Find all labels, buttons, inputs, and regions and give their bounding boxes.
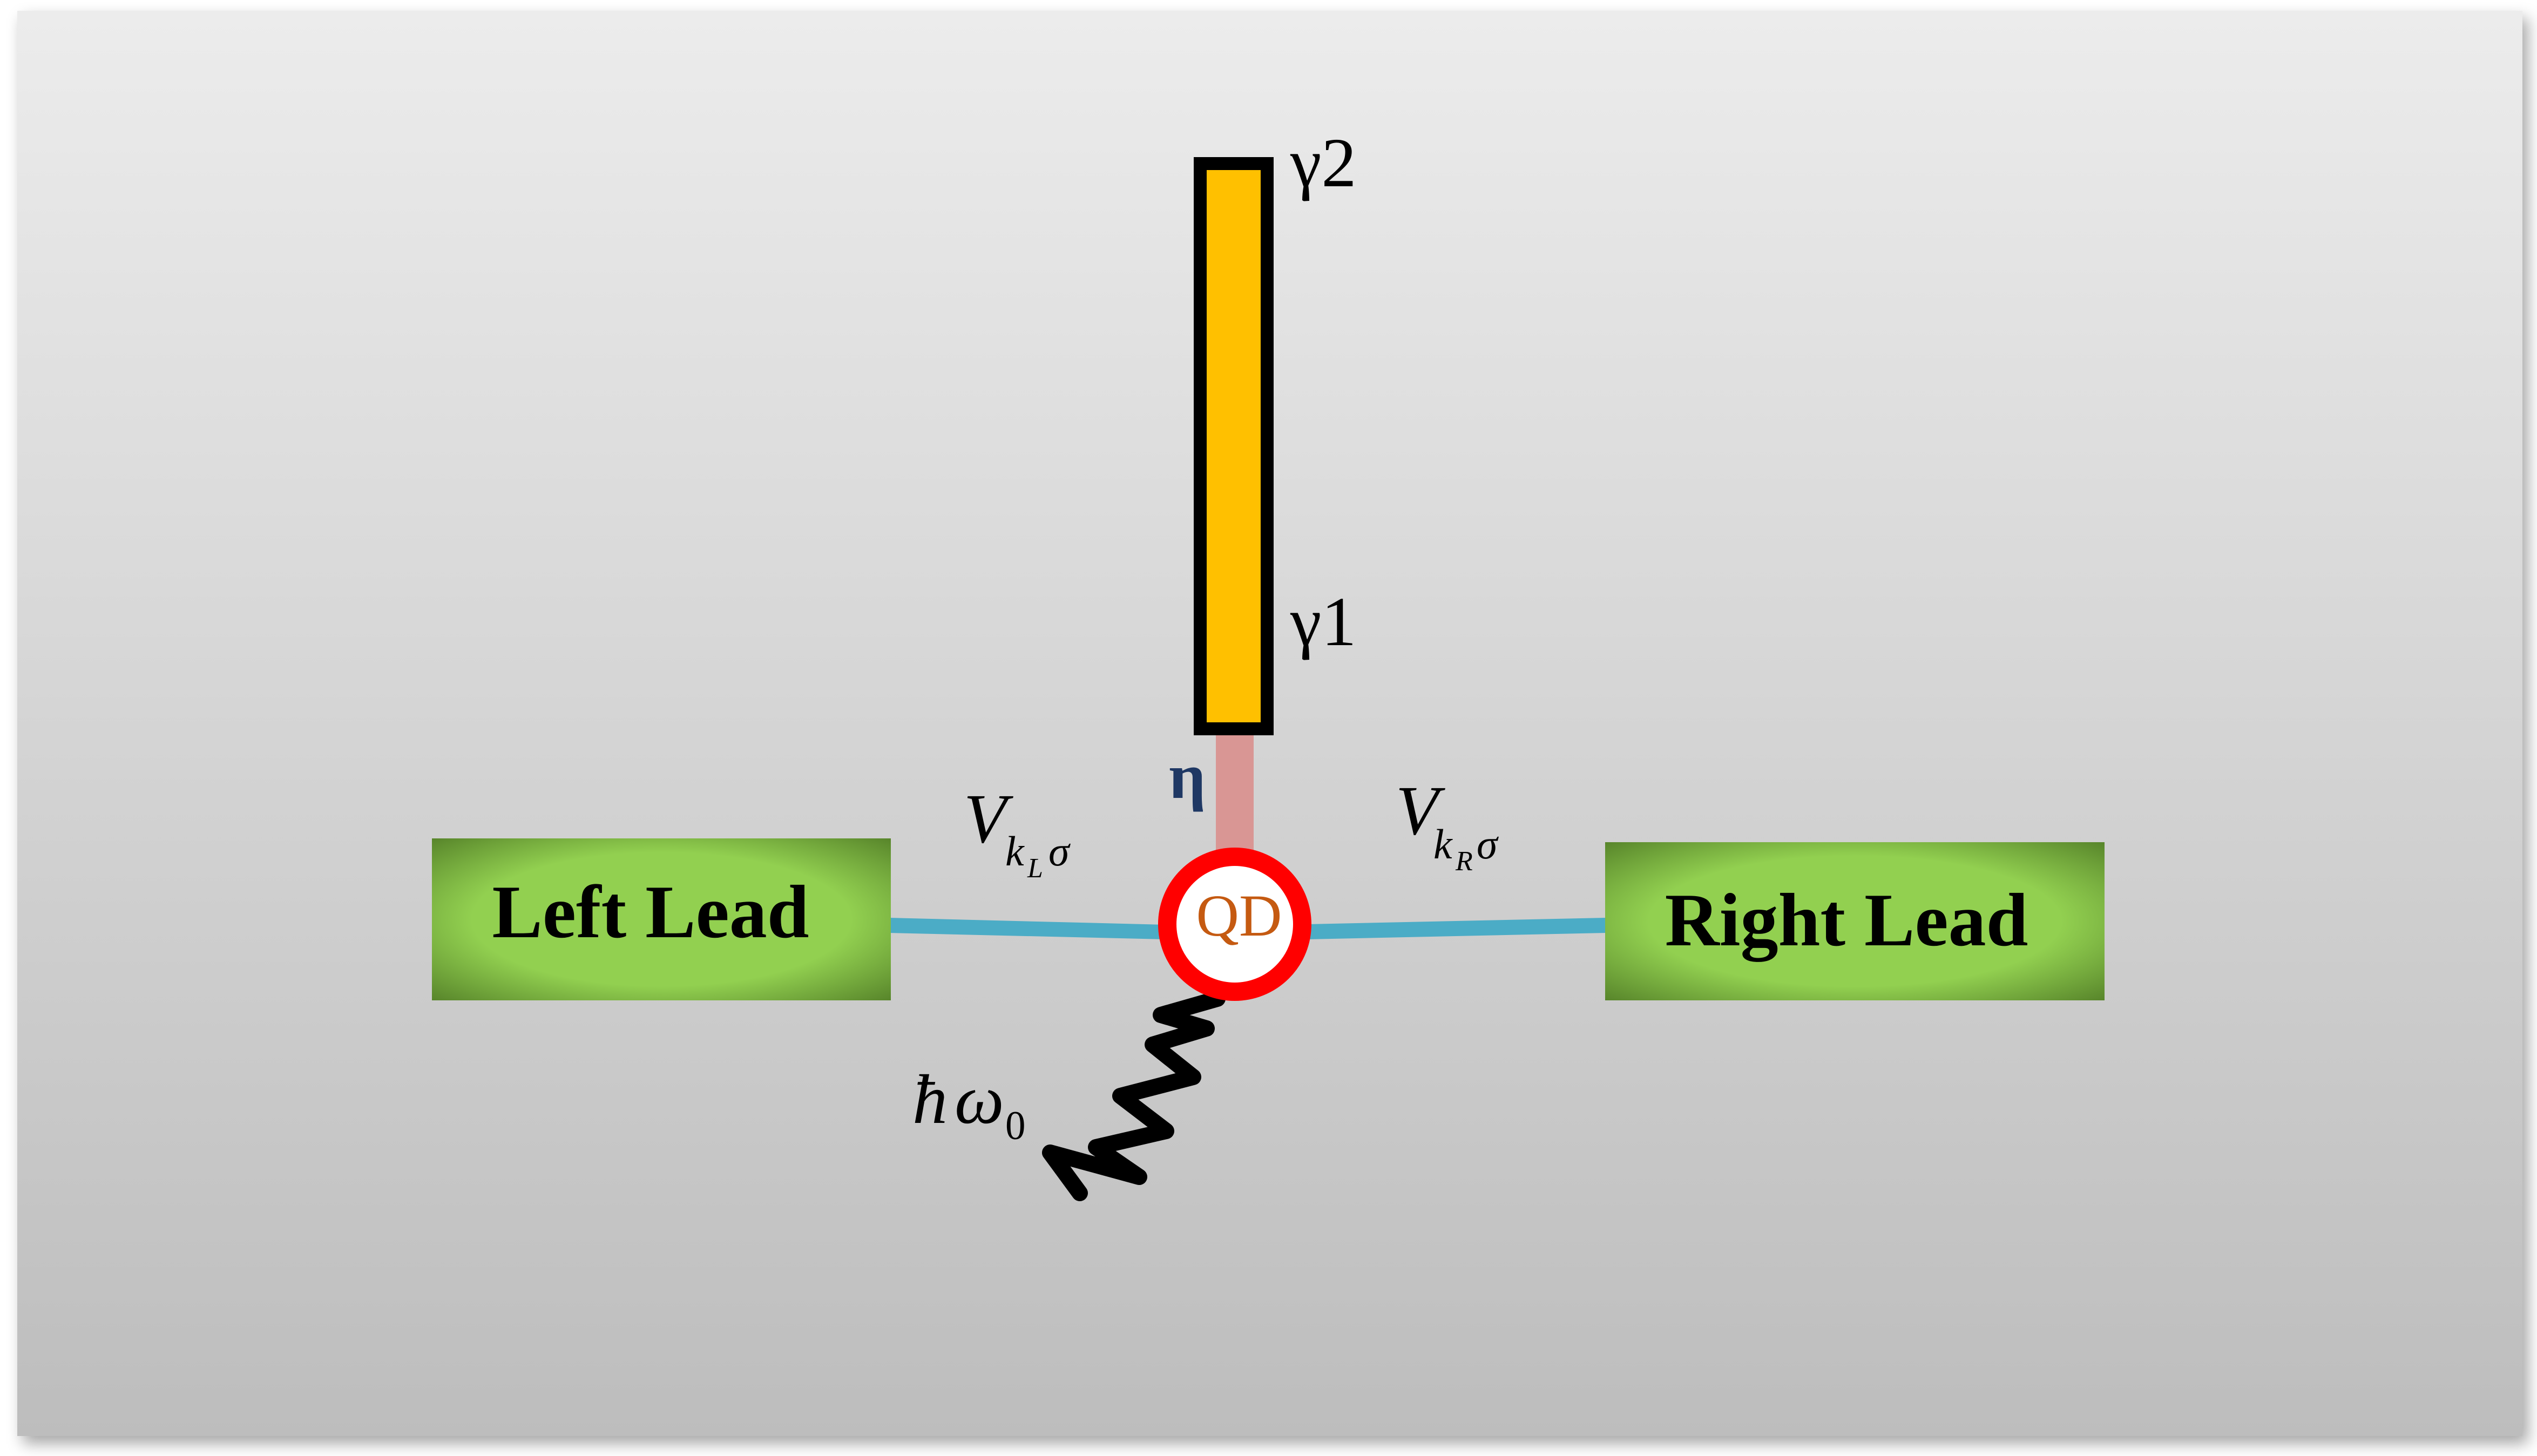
phonon-label: ħ ω 0 (912, 1061, 1026, 1148)
left-coupling-lead: L (1027, 853, 1043, 884)
nanowire (1194, 157, 1274, 735)
phonon-subscript: 0 (1005, 1103, 1026, 1148)
left-coupling-line (888, 918, 1166, 939)
left-coupling-k: k (1005, 828, 1025, 875)
majorana-link (1216, 726, 1254, 866)
left-coupling-v: V (964, 780, 1013, 858)
eta-label: η (1169, 740, 1206, 812)
right-coupling-line (1307, 918, 1606, 939)
right-coupling-k: k (1433, 821, 1453, 868)
right-coupling-v: V (1396, 772, 1445, 850)
phonon-spring (1042, 991, 1226, 1201)
right-coupling-lead: R (1455, 846, 1473, 877)
phonon-omega: ω (955, 1061, 1004, 1139)
right-lead-label: Right Lead (1665, 878, 2028, 962)
phonon-hbar: ħ (912, 1061, 948, 1139)
right-coupling-spin: σ (1477, 821, 1499, 868)
quantum-dot (1158, 848, 1311, 1001)
left-coupling-spin: σ (1048, 828, 1071, 875)
left-coupling-label: V k L σ (964, 780, 1071, 884)
quantum-dot-label: QD (1196, 883, 1282, 949)
gamma-2-label: γ2 (1290, 124, 1356, 202)
left-lead-box (432, 838, 891, 1000)
left-lead-label: Left Lead (492, 870, 809, 954)
right-lead-box (1605, 842, 2105, 1000)
gamma-1-label: γ1 (1290, 583, 1356, 661)
right-coupling-label: V k R σ (1396, 772, 1499, 877)
